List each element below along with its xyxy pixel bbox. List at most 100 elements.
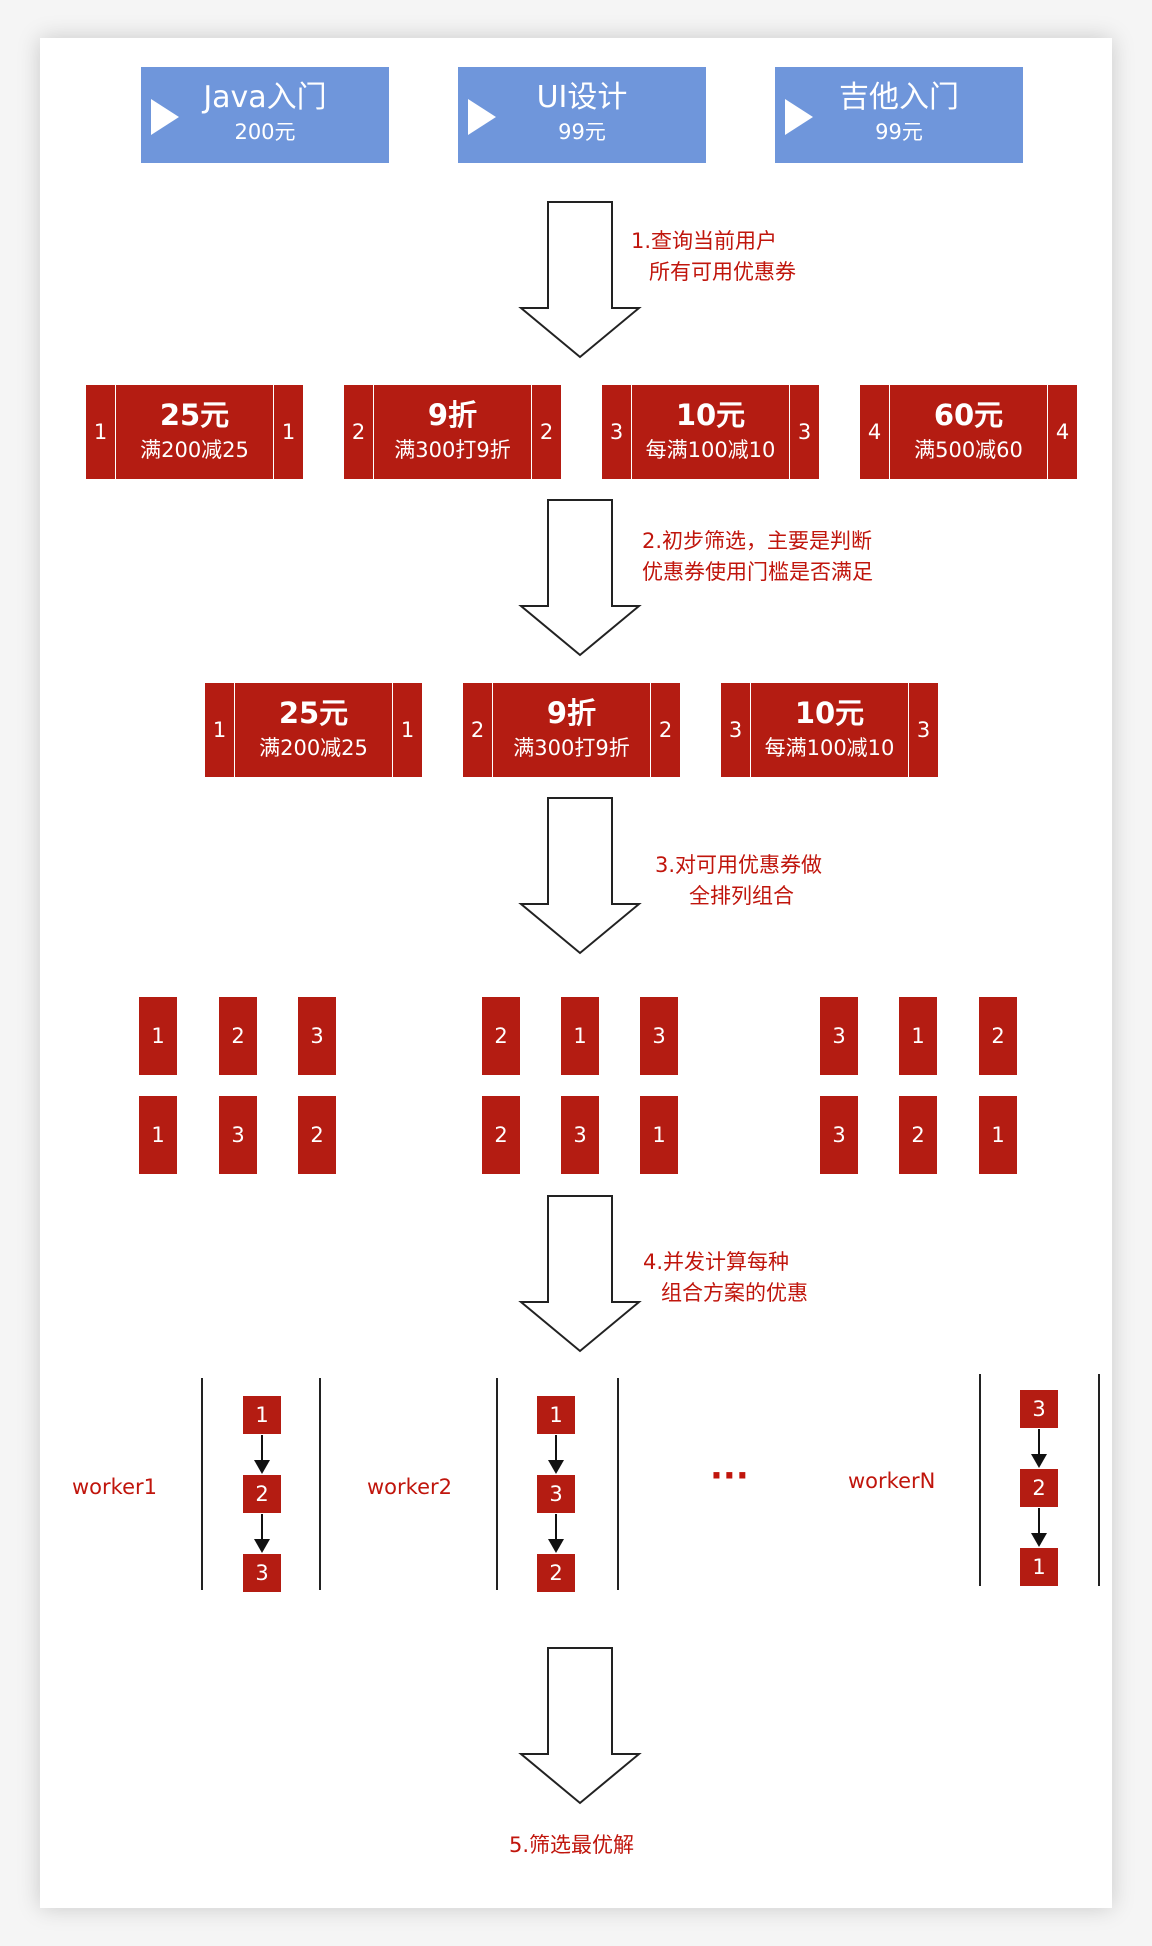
step-1-line-2: 所有可用优惠券 [649, 260, 796, 284]
ellipsis: ··· [710, 1456, 749, 1496]
worker-step-box: 3 [1020, 1390, 1058, 1428]
coupon-rule: 每满100减10 [764, 736, 895, 760]
permutation-tile: 2 [298, 1096, 336, 1174]
permutation-tile: 3 [298, 997, 336, 1075]
coupon-id-left: 1 [204, 682, 235, 778]
worker-step-box: 2 [243, 1475, 281, 1513]
coupon-amount: 10元 [794, 696, 865, 730]
down-arrow-icon [518, 1647, 642, 1805]
worker-step-box: 3 [243, 1554, 281, 1592]
coupon-body: 9折 满300打9折 [492, 682, 651, 778]
worker-label: worker2 [367, 1475, 452, 1499]
coupon-id-right: 3 [789, 384, 820, 480]
course-name: 吉他入门 [839, 80, 959, 115]
coupon-id-left: 4 [859, 384, 890, 480]
coupon-rule: 满300打9折 [513, 736, 630, 760]
coupon-id-right: 4 [1047, 384, 1078, 480]
coupon-id-left: 2 [462, 682, 493, 778]
coupon-amount: 9折 [546, 696, 597, 730]
diagram-canvas: Java入门 200元 UI设计 99元 吉他入门 99元 1.查询当前用户 所… [40, 38, 1112, 1908]
coupon-id-right: 1 [392, 682, 423, 778]
coupon-id-left: 3 [601, 384, 632, 480]
course-price: 99元 [558, 120, 606, 144]
worker-label: worker1 [72, 1475, 157, 1499]
step-1-line-1: 1.查询当前用户 [631, 229, 778, 253]
step-5-label: 5.筛选最优解 [509, 1833, 635, 1857]
play-triangle-icon [468, 99, 496, 135]
coupon-id-right: 3 [908, 682, 939, 778]
coupon-id-left: 2 [343, 384, 374, 480]
worker-step-box: 1 [243, 1396, 281, 1434]
down-arrow-icon [254, 1514, 270, 1553]
coupon-id-left: 3 [720, 682, 751, 778]
coupon-id-right: 1 [273, 384, 304, 480]
worker-lane-divider [201, 1378, 203, 1590]
down-arrow-icon [518, 797, 642, 955]
worker-step-box: 2 [537, 1554, 575, 1592]
step-3-line-2: 全排列组合 [689, 884, 794, 908]
coupon-body: 9折 满300打9折 [373, 384, 532, 480]
coupon-rule: 满200减25 [140, 438, 249, 462]
permutation-tile: 1 [979, 1096, 1017, 1174]
worker-lane-divider [319, 1378, 321, 1590]
course-card-java: Java入门 200元 [141, 67, 389, 163]
down-arrow-icon [548, 1514, 564, 1553]
course-card-ui: UI设计 99元 [458, 67, 706, 163]
coupon-rule: 满500减60 [914, 438, 1023, 462]
permutation-tile: 3 [640, 997, 678, 1075]
worker-step-box: 1 [1020, 1548, 1058, 1586]
worker-label: workerN [848, 1469, 936, 1493]
down-arrow-icon [548, 1435, 564, 1474]
coupon-body: 10元 每满100减10 [750, 682, 909, 778]
coupon-id-left: 1 [85, 384, 116, 480]
permutation-tile: 3 [820, 1096, 858, 1174]
down-arrow-icon [518, 499, 642, 657]
coupon-amount: 10元 [675, 398, 746, 432]
course-price: 99元 [875, 120, 923, 144]
down-arrow-icon [1031, 1429, 1047, 1468]
worker-lane-divider [1098, 1374, 1100, 1586]
coupon-body: 25元 满200减25 [115, 384, 274, 480]
permutation-tile: 1 [139, 1096, 177, 1174]
down-arrow-icon [518, 1195, 642, 1353]
step-4-line-1: 4.并发计算每种 [643, 1250, 790, 1274]
worker-lane-divider [617, 1378, 619, 1590]
course-name: Java入门 [203, 80, 327, 115]
coupon-amount: 9折 [427, 398, 478, 432]
permutation-tile: 3 [219, 1096, 257, 1174]
coupon-body: 60元 满500减60 [889, 384, 1048, 480]
coupon-id-right: 2 [531, 384, 562, 480]
permutation-tile: 2 [482, 1096, 520, 1174]
course-price: 200元 [234, 120, 296, 144]
permutation-tile: 3 [820, 997, 858, 1075]
worker-lane-divider [979, 1374, 981, 1586]
down-arrow-icon [1031, 1508, 1047, 1547]
course-card-guitar: 吉他入门 99元 [775, 67, 1023, 163]
coupon-rule: 满300打9折 [394, 438, 511, 462]
permutation-tile: 2 [482, 997, 520, 1075]
play-triangle-icon [785, 99, 813, 135]
coupon-rule: 满200减25 [259, 736, 368, 760]
permutation-tile: 2 [979, 997, 1017, 1075]
coupon-body: 25元 满200减25 [234, 682, 393, 778]
coupon-rule: 每满100减10 [645, 438, 776, 462]
worker-step-box: 3 [537, 1475, 575, 1513]
coupon-amount: 25元 [159, 398, 230, 432]
course-name: UI设计 [536, 80, 628, 115]
worker-step-box: 1 [537, 1396, 575, 1434]
down-arrow-icon [518, 201, 642, 359]
permutation-tile: 1 [640, 1096, 678, 1174]
step-2-line-2: 优惠券使用门槛是否满足 [642, 560, 873, 584]
worker-lane-divider [496, 1378, 498, 1590]
permutation-tile: 3 [561, 1096, 599, 1174]
permutation-tile: 1 [139, 997, 177, 1075]
coupon-amount: 25元 [278, 696, 349, 730]
permutation-tile: 2 [219, 997, 257, 1075]
down-arrow-icon [254, 1435, 270, 1474]
worker-step-box: 2 [1020, 1469, 1058, 1507]
coupon-id-right: 2 [650, 682, 681, 778]
step-3-line-1: 3.对可用优惠券做 [655, 853, 823, 877]
coupon-amount: 60元 [933, 398, 1004, 432]
permutation-tile: 1 [561, 997, 599, 1075]
step-2-line-1: 2.初步筛选，主要是判断 [642, 529, 873, 553]
